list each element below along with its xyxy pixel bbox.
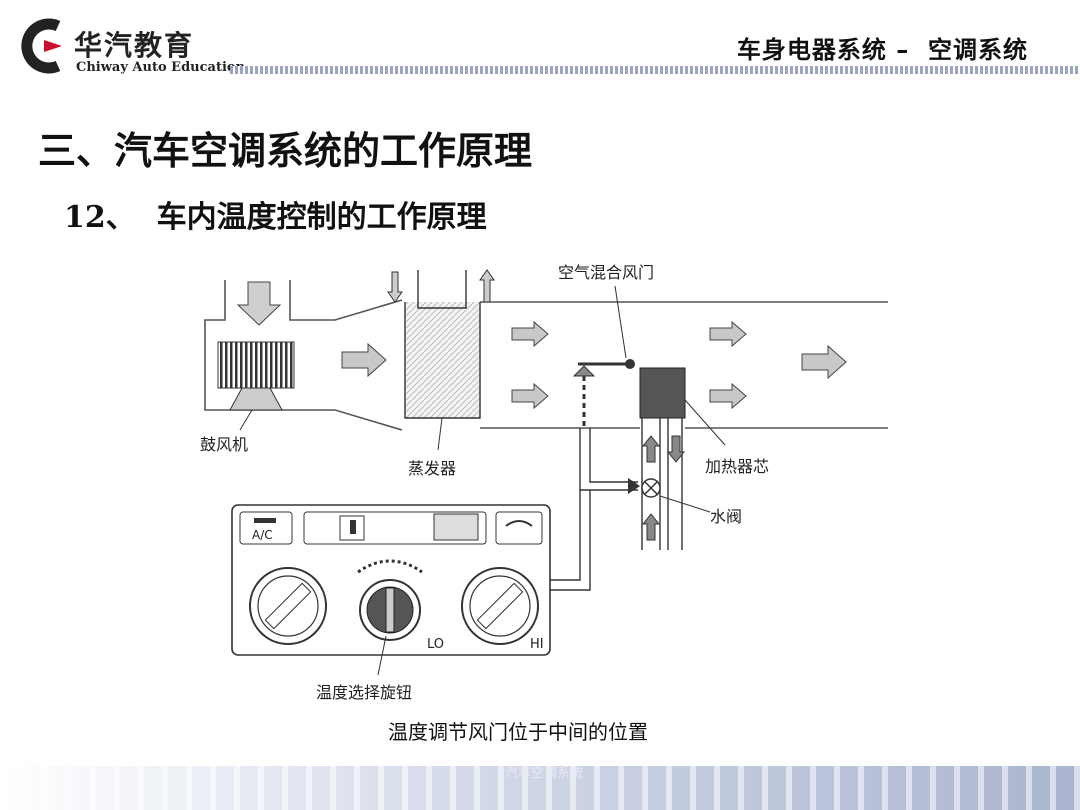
chiway-logo-icon [21, 18, 62, 74]
brand-name-cn: 华汽教育 [74, 29, 195, 62]
blower-label: 鼓风机 [200, 435, 248, 454]
section-title: 车身电器系统 – 空调系统 [736, 36, 1028, 64]
blower-fan-icon [217, 341, 295, 431]
diagram-caption: 温度调节风门位于中间的位置 [388, 720, 648, 744]
air-mix-door-icon [572, 359, 635, 377]
brand-name-en: Chiway Auto Education [76, 60, 246, 75]
air-mix-door-label: 空气混合风门 [558, 263, 654, 282]
slide-footer [0, 766, 1080, 810]
page-title: 三、汽车空调系统的工作原理 [38, 128, 533, 173]
heater-core-icon [639, 367, 686, 419]
control-cable [545, 428, 638, 591]
footer-stripes [0, 766, 1080, 810]
temperature-knob-icon [359, 579, 421, 641]
page-subtitle: 12、 车内温度控制的工作原理 [64, 200, 487, 235]
coolant-pipes [641, 418, 683, 550]
footer-text: 汽车空调系统 [505, 766, 584, 781]
water-valve-label: 水阀 [710, 507, 742, 526]
temp-knob-label: 温度选择旋钮 [316, 683, 412, 702]
lo-label: LO [427, 637, 444, 652]
air-intake-arrow [236, 281, 282, 326]
evaporator-label: 蒸发器 [408, 459, 456, 478]
heater-core-label: 加热器芯 [705, 457, 769, 476]
air-duct [204, 280, 888, 431]
water-valve-icon [641, 478, 661, 498]
hvac-diagram: 鼓风机 蒸发器 空气混合风门 加热器芯 [200, 263, 888, 702]
slide-header: 华汽教育 Chiway Auto Education 车身电器系统 – 空调系统 [0, 0, 1080, 80]
hi-label: HI [530, 637, 544, 652]
header-divider [230, 66, 1080, 74]
airflow-arrows [341, 320, 847, 410]
ac-button: A/C [252, 528, 273, 542]
evaporator-icon [387, 269, 495, 419]
